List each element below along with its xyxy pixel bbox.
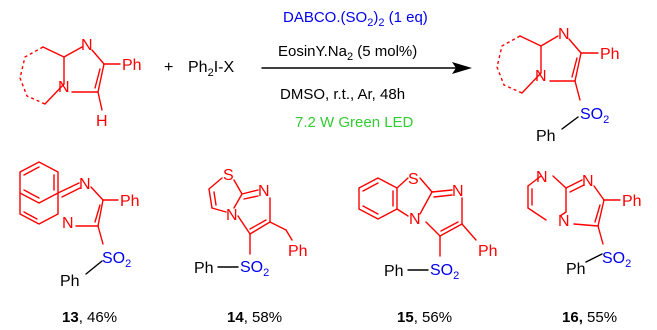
product-number-13: 13: [62, 309, 79, 326]
yield-value-16: 55%: [587, 309, 617, 326]
yield-label-14: 14, 58%: [227, 309, 282, 326]
phenyl-label: Ph: [622, 193, 642, 210]
yield-value-13: 46%: [87, 309, 117, 326]
atom-n-bridge: N: [558, 213, 570, 230]
condition-light: 7.2 W Green LED: [295, 114, 414, 131]
product-15: S N N Ph SO2 Ph: [358, 171, 498, 282]
condition-reagent: DABCO.(SO2)2 (1 eq): [283, 9, 428, 29]
general-product: N N Ph SO2 Ph: [496, 26, 620, 145]
atom-n: N: [582, 173, 594, 190]
product-14: S N N Ph SO2 Ph: [194, 167, 308, 279]
sulfonyl-label: SO2: [602, 250, 631, 270]
product-number-14: 14: [227, 309, 244, 326]
condition-solvent: DMSO, r.t., Ar, 48h: [280, 86, 405, 103]
atom-n-bridge: N: [226, 207, 238, 224]
atom-n-bridge: N: [409, 211, 421, 228]
yield-label-13: 13, 46%: [62, 309, 117, 326]
phenyl-sulfonyl-label: Ph: [566, 261, 586, 278]
phenyl-label: Ph: [288, 243, 308, 260]
sulfonyl-label: SO2: [430, 262, 459, 282]
yield-label-16: 16, 55%: [562, 309, 617, 326]
atom-n-bridge: N: [62, 215, 74, 232]
phenyl-sulfonyl-label: Ph: [194, 260, 214, 277]
atom-n-top: N: [81, 37, 93, 54]
phenyl-sulfonyl-label: Ph: [384, 263, 404, 280]
atom-n: N: [452, 183, 464, 200]
condition-catalyst: EosinY.Na2 (5 mol%): [278, 43, 417, 63]
yield-value-15: 56%: [422, 309, 452, 326]
phenyl-sulfonyl-label: Ph: [536, 128, 556, 145]
product-number-16: 16: [562, 309, 579, 326]
reaction-arrow: [261, 62, 472, 74]
atom-s: S: [408, 171, 419, 188]
phenyl-label: Ph: [122, 57, 142, 74]
atom-s: S: [223, 167, 234, 184]
yield-value-14: 58%: [252, 309, 282, 326]
hydrogen-label: H: [96, 113, 108, 130]
atom-n-pyrimidine: N: [536, 169, 548, 186]
plus-sign: +: [164, 59, 173, 76]
sulfonyl-label: SO2: [240, 259, 269, 279]
sulfonyl-label: SO2: [102, 250, 131, 270]
atom-n-bridge: N: [58, 79, 70, 96]
product-13: N N Ph SO2 Ph: [19, 161, 140, 290]
phenyl-label: Ph: [120, 193, 140, 210]
atom-n-bridge: N: [535, 68, 547, 85]
atom-n: N: [258, 183, 270, 200]
atom-n-top: N: [558, 26, 570, 43]
atom-n: N: [79, 176, 91, 193]
product-16: N N N Ph SO2 Ph: [527, 169, 642, 278]
phenyl-label: Ph: [600, 46, 620, 63]
phenyl-label: Ph: [478, 243, 498, 260]
starting-material: N N Ph H: [19, 37, 142, 130]
sulfonyl-label: SO2: [580, 106, 609, 126]
yield-label-15: 15, 56%: [397, 309, 452, 326]
phenyl-sulfonyl-label: Ph: [60, 273, 80, 290]
reagent-label: Ph2I-X: [188, 59, 234, 79]
product-number-15: 15: [397, 309, 414, 326]
